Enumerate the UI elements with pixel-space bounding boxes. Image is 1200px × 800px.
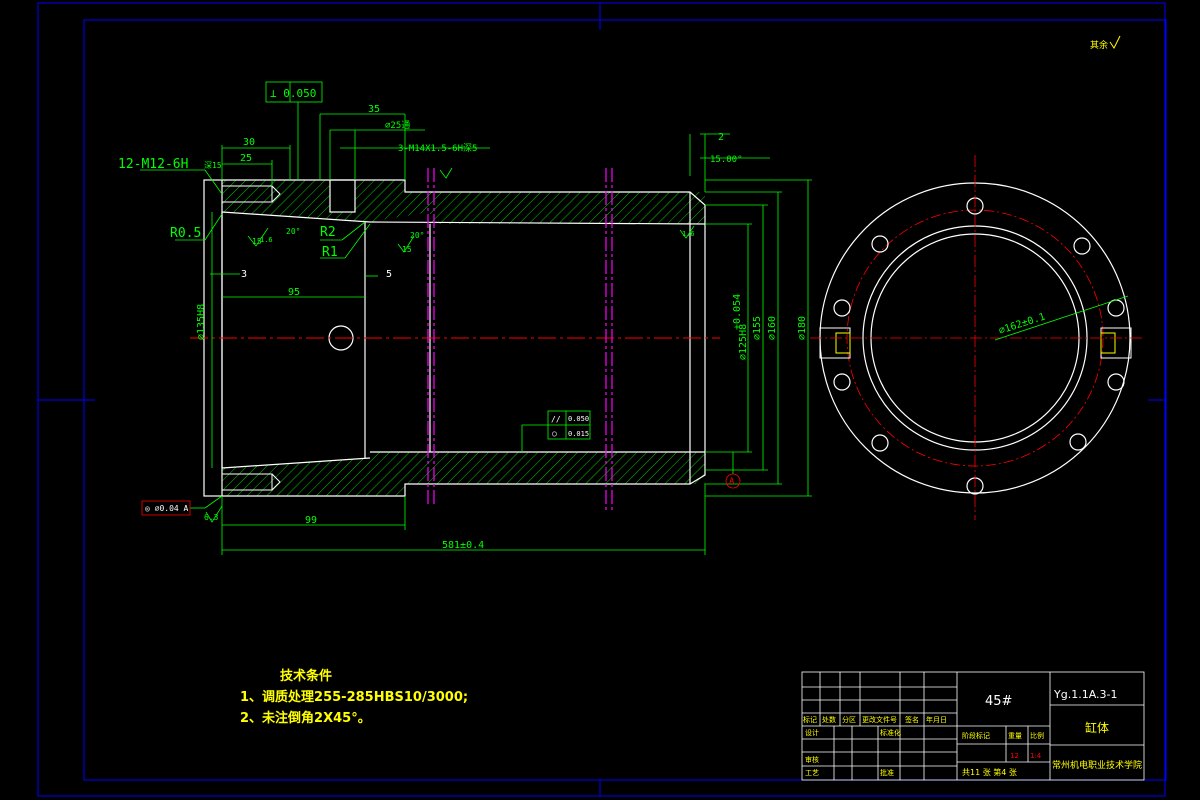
corner-note: 其余 [1090, 39, 1108, 51]
circularity-symbol: ○ [552, 429, 557, 438]
dim-bore-dia: ⌀135H8 [196, 304, 207, 340]
dim-bore2: ⌀125H8 [738, 324, 749, 360]
coaxiality-tolerance: ◎ ⌀0.04 A [145, 504, 189, 513]
dim-hole-dia: ⌀25通 [385, 120, 410, 131]
dim-2: 2 [718, 132, 724, 143]
section-hatching [222, 180, 705, 496]
tb-standard: 标准化 [880, 728, 901, 737]
angle-20a: 20° [286, 227, 300, 236]
dim-180: ⌀180 [797, 316, 808, 340]
drawing-frame [37, 2, 1167, 797]
corner-roughness-symbol [1109, 35, 1121, 49]
tolerance-frames: ◎ ⌀0.04 A // 0.050 ○ 0.015 [141, 415, 589, 516]
tb-h5: 签名 [905, 715, 919, 724]
tech-item-1: 1、调质处理255-285HBS10/3000; [240, 690, 469, 705]
dimension-lines [140, 81, 812, 555]
tb-sheets: 共11 张 第4 张 [962, 767, 1017, 777]
tb-h6: 年月日 [926, 715, 947, 724]
dim-bolt-thread: 12-M12-6H [118, 157, 188, 172]
angle-15b: 15 [402, 245, 412, 254]
side-view-ports [819, 327, 1132, 359]
circularity-value: 0.015 [568, 430, 589, 438]
dim-total-length: 581±0.4 [442, 540, 484, 551]
roughness-symbols [205, 167, 695, 523]
tb-drawing-no: Yg.1.1A.3-1 [1053, 688, 1118, 701]
tb-check: 审核 [805, 755, 819, 764]
angle-20b: 20° [410, 231, 424, 240]
dim-25: 25 [240, 153, 252, 164]
tb-stage: 阶段标记 [962, 731, 990, 740]
tb-school: 常州机电职业技术学院 [1052, 759, 1142, 771]
dim-160: ⌀160 [767, 316, 778, 340]
tb-h3: 分区 [842, 715, 856, 724]
tb-h4: 更改文件号 [862, 715, 897, 724]
section-lines [427, 168, 613, 510]
datum-a: A [729, 477, 735, 487]
tb-weight: 重量 [1008, 732, 1022, 740]
threaded-hole-bottom [221, 473, 281, 491]
dim-95: 95 [288, 287, 300, 298]
dim-r1: R1 [322, 245, 338, 260]
dim-30: 30 [243, 137, 255, 148]
dim-3: 3 [241, 269, 247, 280]
dim-155: ⌀155 [752, 316, 763, 340]
tb-h2: 处数 [822, 715, 836, 724]
dim-35: 35 [368, 104, 380, 115]
dim-99: 99 [305, 515, 317, 526]
title-block [801, 671, 1145, 781]
roughness-2: 1.6 [682, 230, 695, 238]
tb-scale: 比例 [1030, 731, 1044, 740]
tb-approve: 批准 [880, 768, 894, 777]
tech-title: 技术条件 [280, 669, 333, 684]
dim-5: 5 [386, 269, 392, 280]
angle-15a: 15 [252, 237, 262, 246]
dim-thread-holes: 3-M14X1.5-6H深5 [398, 143, 477, 154]
pcd-leader [994, 295, 1129, 341]
tb-process: 工艺 [805, 769, 819, 777]
title-block-texts: 45# Yg.1.1A.3-1 缸体 常州机电职业技术学院 标记 处数 分区 更… [803, 688, 1142, 777]
roughness-1: 1.6 [260, 236, 273, 244]
tech-item-2: 2、未注倒角2X45°。 [240, 711, 371, 726]
parallel-symbol: // [551, 415, 561, 424]
datum-a-circle [725, 473, 741, 489]
perp-tolerance: ⊥ 0.050 [270, 87, 316, 100]
technical-requirements: 技术条件 1、调质处理255-285HBS10/3000; 2、未注倒角2X45… [240, 666, 468, 729]
dim-r05: R0.5 [170, 226, 201, 241]
tb-material: 45# [985, 694, 1012, 709]
dim-chamfer-angle: 15.00° [710, 155, 743, 165]
tb-weight-val: 12 [1010, 752, 1019, 760]
tb-part-name: 缸体 [1085, 720, 1109, 735]
tb-design: 设计 [805, 728, 819, 737]
dim-pcd: ⌀162±0.1 [998, 312, 1047, 337]
tb-h1: 标记 [803, 715, 817, 724]
side-view-bolt-holes [833, 197, 1125, 495]
dim-tol-054: +0.054 [732, 294, 743, 330]
side-view-center-lines [810, 155, 1142, 520]
dim-r2: R2 [320, 225, 336, 240]
roughness-3: 6.3 [204, 513, 219, 522]
parallel-value: 0.050 [568, 415, 589, 423]
dim-bolt-depth: 深15 [204, 161, 222, 170]
tb-scale-val: 1:4 [1030, 752, 1042, 760]
